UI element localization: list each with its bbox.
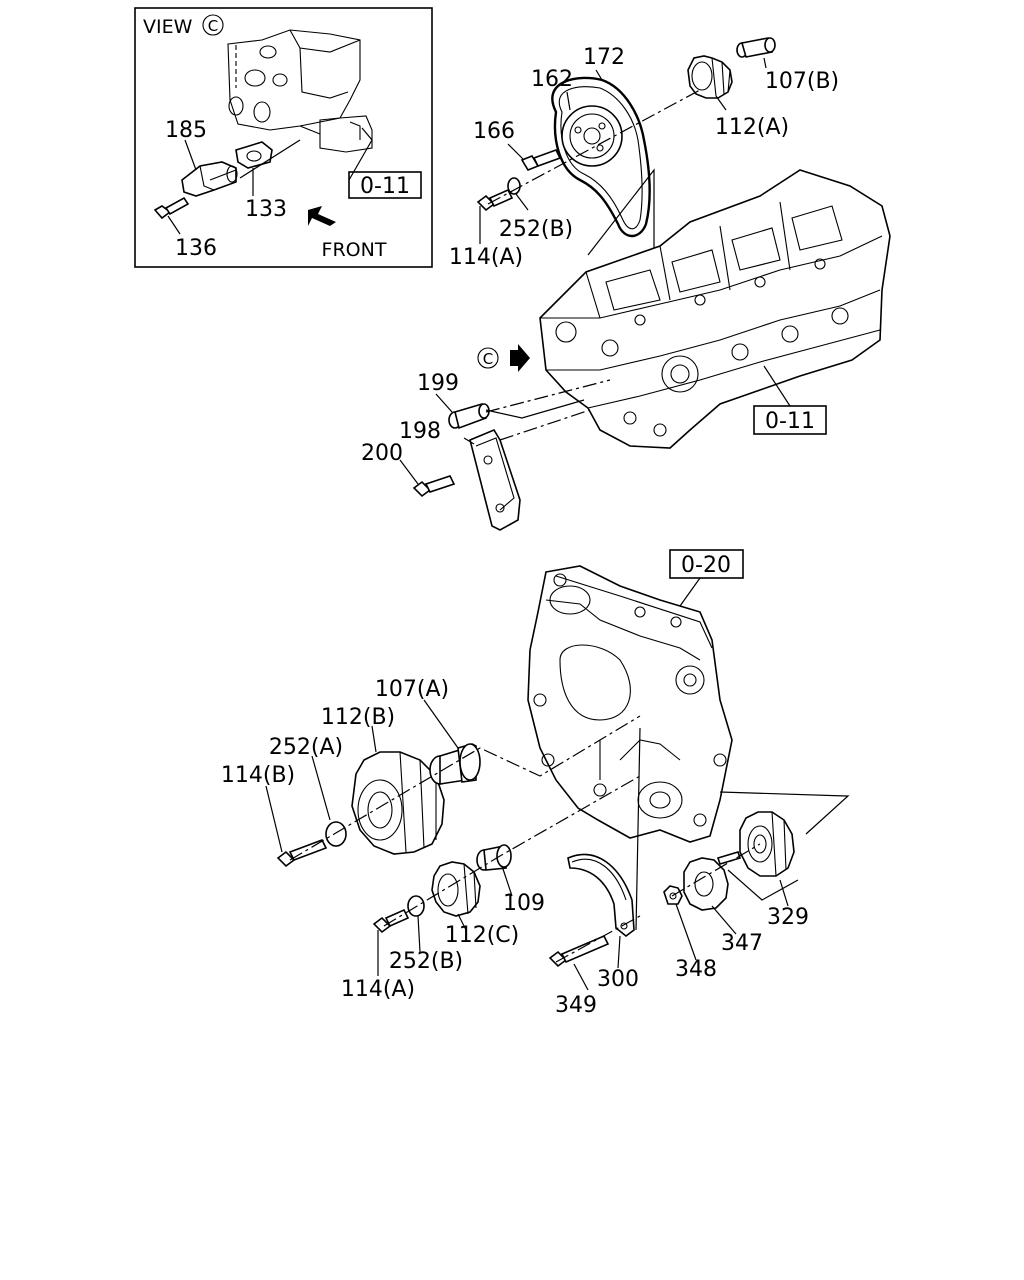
svg-text:C: C (208, 17, 218, 35)
callout-252a: 252(A) (269, 735, 343, 760)
callout-198: 198 (399, 419, 441, 444)
section-c-marker: C (477, 347, 499, 369)
front-label: FRONT (322, 239, 387, 261)
tensioner-shoe-300 (567, 853, 635, 938)
dowel-199 (448, 403, 490, 430)
head-ref-box (753, 405, 827, 435)
callout-329: 329 (767, 905, 809, 930)
timing-chain-assembly (476, 37, 776, 244)
chain-guide-198 (469, 428, 521, 531)
gear-329 (739, 811, 795, 877)
callout-347: 347 (721, 931, 763, 956)
callout-172: 172 (583, 45, 625, 70)
inset-frame (134, 7, 433, 268)
callout-162: 162 (531, 67, 573, 92)
bolt-349 (548, 934, 610, 968)
callout-185: 185 (165, 118, 207, 143)
washer-252b-top (507, 177, 521, 195)
inset-part-185 (181, 161, 238, 197)
pin-109 (476, 844, 512, 871)
callout-348: 348 (675, 957, 717, 982)
inset-part-133 (235, 141, 273, 169)
callout-133: 133 (245, 197, 287, 222)
gear-112c (431, 861, 481, 917)
callout-114b: 114(B) (221, 763, 295, 788)
pin-107b (736, 37, 776, 58)
bolt-166 (520, 149, 562, 171)
front-plate (527, 565, 733, 843)
callout-114a-bottom: 114(A) (341, 977, 415, 1002)
view-c-inset: VIEW C (134, 7, 433, 268)
sprocket-162 (561, 105, 623, 167)
washer-252a (325, 821, 347, 847)
key-pin (716, 851, 742, 865)
gear-112a (687, 55, 733, 99)
callout-349: 349 (555, 993, 597, 1018)
inset-ref-label: 0-11 (360, 174, 410, 199)
inset-block-outline (227, 29, 373, 153)
inset-part-136 (153, 196, 190, 220)
bolt-114a-bottom (372, 908, 410, 934)
plate-ref-label: 0-20 (681, 553, 731, 578)
inset-title: VIEW (143, 16, 193, 38)
head-ref-label: 0-11 (765, 409, 815, 434)
callout-200: 200 (361, 441, 403, 466)
pin-107a (429, 743, 481, 785)
section-arrow-icon (510, 344, 530, 372)
callout-136: 136 (175, 236, 217, 261)
callout-112a: 112(A) (715, 115, 789, 140)
inset-ref-box (348, 171, 422, 199)
gear-112b (351, 751, 445, 855)
callout-107a: 107(A) (375, 677, 449, 702)
callout-252b-top: 252(B) (499, 217, 573, 242)
callout-107b: 107(B) (765, 69, 839, 94)
callout-199: 199 (417, 371, 459, 396)
svg-text:C: C (483, 350, 493, 368)
callout-300: 300 (597, 967, 639, 992)
callout-252b-bottom: 252(B) (389, 949, 463, 974)
gear-347 (683, 857, 729, 911)
bolt-200 (412, 475, 456, 498)
callout-112c: 112(C) (445, 923, 520, 948)
front-arrow-icon (308, 206, 336, 226)
bolt-114a-top (476, 188, 514, 212)
cylinder-head (539, 169, 891, 449)
inset-view-marker: C (202, 14, 224, 36)
callout-112b: 112(B) (321, 705, 395, 730)
plate-ref-box (669, 549, 744, 579)
callout-114a-top: 114(A) (449, 245, 523, 270)
callout-109: 109 (503, 891, 545, 916)
callout-166: 166 (473, 119, 515, 144)
